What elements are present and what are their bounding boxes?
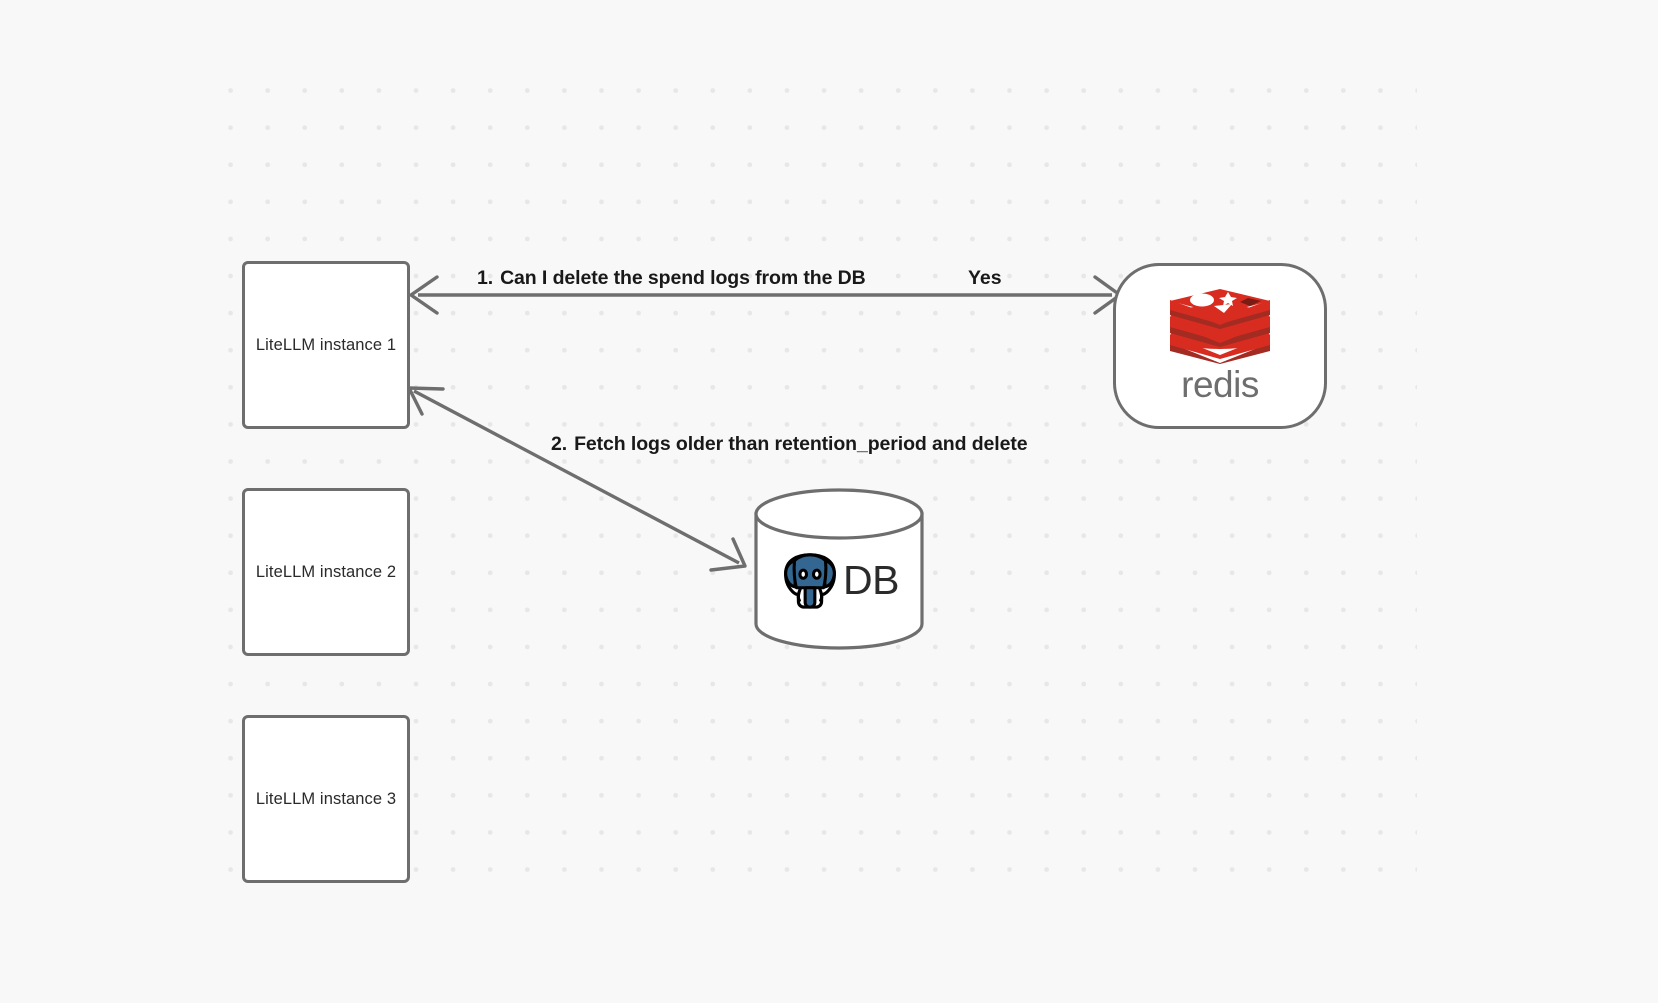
database-cylinder-shape: [754, 488, 924, 650]
edge-instance1-database[interactable]: [407, 386, 747, 572]
node-label: LiteLLM instance 3: [255, 789, 397, 808]
arrowhead-left: [409, 275, 439, 315]
redis-wordmark: redis: [1181, 367, 1259, 405]
redis-wordmark-text: redis: [1181, 367, 1259, 405]
node-redis[interactable]: redis: [1113, 263, 1327, 429]
database-content: DB: [753, 539, 925, 621]
postgresql-elephant-icon: [784, 553, 836, 609]
node-database[interactable]: DB: [753, 487, 925, 651]
edge-line: [413, 389, 740, 565]
step-text: Fetch logs older than retention_period a…: [574, 433, 1028, 455]
node-litellm-instance-2[interactable]: LiteLLM instance 2: [242, 488, 410, 656]
edge-label-yes: Yes: [968, 267, 1002, 289]
arrowhead-downright: [709, 537, 747, 572]
database-label: DB: [843, 556, 899, 603]
node-label: LiteLLM instance 2: [255, 562, 397, 581]
edge-label-step-2: 2. Fetch logs older than retention_period…: [551, 433, 1028, 456]
step-number: 2.: [551, 433, 568, 455]
step-text: Can I delete the spend logs from the DB: [500, 267, 866, 289]
edge-label-step-1: 1. Can I delete the spend logs from the D…: [477, 267, 866, 290]
node-litellm-instance-1[interactable]: LiteLLM instance 1: [242, 261, 410, 429]
node-label: LiteLLM instance 1: [255, 335, 397, 354]
node-litellm-instance-3[interactable]: LiteLLM instance 3: [242, 715, 410, 883]
redis-logo-icon: [1170, 289, 1270, 364]
step-number: 1.: [477, 267, 494, 289]
